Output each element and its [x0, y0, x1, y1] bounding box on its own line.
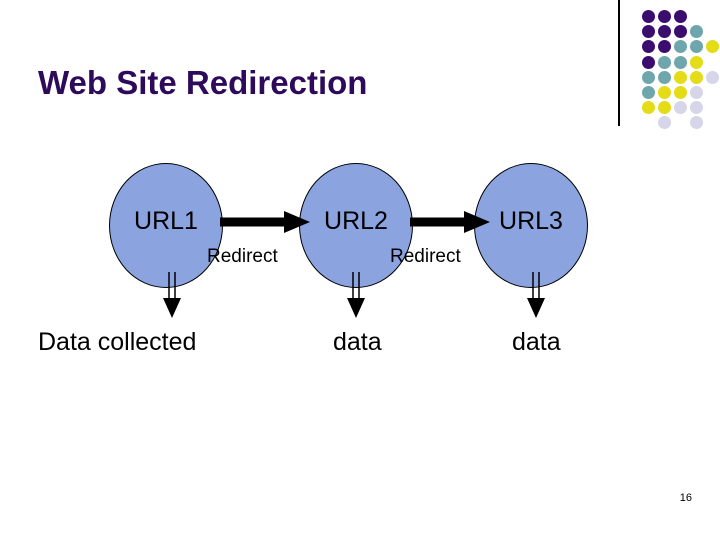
- deco-dot-teal: [690, 40, 703, 54]
- arrow-url2-to-url3: [410, 211, 490, 233]
- deco-dot-purple: [674, 25, 687, 39]
- deco-dot-yellow: [706, 40, 719, 54]
- deco-dot-lavender: [690, 116, 703, 130]
- deco-dot-lavender: [674, 101, 687, 115]
- deco-dot-lavender: [658, 116, 671, 130]
- node-url3-label: URL3: [499, 207, 563, 235]
- arrow-url1-to-data-collected: [163, 272, 181, 318]
- node-url1-label: URL1: [134, 207, 198, 235]
- deco-dot-purple: [674, 10, 687, 23]
- deco-dot-teal: [658, 55, 671, 69]
- deco-dot-lavender: [706, 70, 719, 84]
- deco-dot-teal: [642, 86, 655, 99]
- deco-dot-purple: [642, 55, 655, 69]
- arrow-url2-to-data: [347, 272, 365, 318]
- deco-dot-lavender: [690, 101, 703, 115]
- deco-dot-purple: [642, 10, 655, 23]
- deco-dot-yellow: [658, 101, 671, 115]
- deco-dot-purple: [642, 25, 655, 39]
- deco-dot-yellow: [690, 70, 703, 84]
- node-url3[interactable]: [474, 163, 588, 288]
- deco-dot-teal: [642, 70, 655, 84]
- deco-dot-teal: [674, 40, 687, 54]
- deco-dot-yellow: [674, 70, 687, 84]
- edge-label-redirect-1: Redirect: [207, 246, 278, 267]
- deco-dot-yellow: [658, 86, 671, 99]
- arrow-url3-to-data: [527, 272, 545, 318]
- deco-dot-yellow: [642, 101, 655, 115]
- deco-dot-purple: [658, 25, 671, 39]
- node-url2[interactable]: [299, 163, 413, 288]
- deco-dot-yellow: [674, 86, 687, 99]
- deco-dot-lavender: [690, 86, 703, 99]
- deco-dot-teal: [674, 55, 687, 69]
- slide-page-number: 16: [679, 492, 692, 504]
- output-label-data-3: data: [512, 328, 561, 356]
- deco-dot-purple: [658, 10, 671, 23]
- deco-dot-teal: [690, 25, 703, 39]
- deco-dot-purple: [658, 40, 671, 54]
- node-url1[interactable]: [109, 163, 223, 288]
- decorative-dot-grid: [618, 0, 720, 130]
- node-url2-label: URL2: [324, 207, 388, 235]
- deco-dot-teal: [658, 70, 671, 84]
- page-title: Web Site Redirection: [38, 64, 368, 101]
- output-label-data-collected: Data collected: [38, 328, 197, 356]
- output-label-data-2: data: [333, 328, 382, 356]
- edge-label-redirect-2: Redirect: [390, 246, 461, 267]
- deco-dot-yellow: [690, 55, 703, 69]
- arrow-url1-to-url2: [220, 211, 310, 233]
- deco-dot-purple: [642, 40, 655, 54]
- vertical-divider-line: [618, 0, 620, 126]
